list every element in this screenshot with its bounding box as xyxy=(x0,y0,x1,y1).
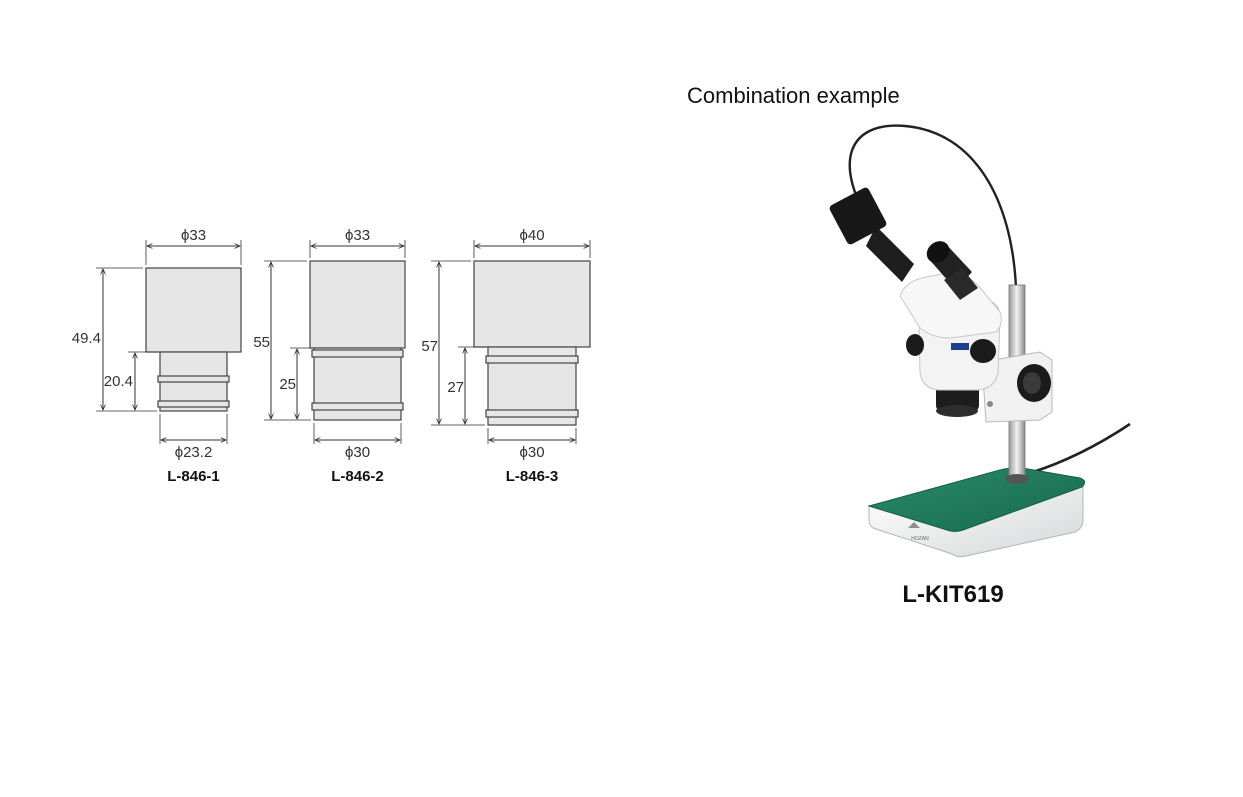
adapter-drawing-l-846-1: ϕ33 49.4 20.4 ϕ23.2 L-846-1 xyxy=(72,227,242,485)
adapter-drawing-l-846-2: ϕ33 55 25 ϕ30 L-846-2 xyxy=(253,227,406,485)
adapter-model-label: L-846-3 xyxy=(506,468,559,485)
camera-tube xyxy=(866,226,914,282)
camera-cable xyxy=(848,124,1018,289)
kit-model-label: L-KIT619 xyxy=(902,581,1003,608)
lower-height-label: 27 xyxy=(447,379,464,396)
zoom-knob-left xyxy=(906,334,924,356)
lower-height-label: 25 xyxy=(279,376,296,393)
adapter-upper-body xyxy=(473,260,591,348)
adapter-upper-body xyxy=(309,260,406,349)
combination-heading: Combination example xyxy=(687,83,900,108)
bottom-diameter-label: ϕ30 xyxy=(345,444,370,461)
focus-knob-center xyxy=(1023,372,1041,394)
brand-label-icon xyxy=(951,343,969,350)
base-brand-label: HOZAN xyxy=(911,536,929,542)
eyepiece-right xyxy=(944,268,978,300)
adapter-model-label: L-846-1 xyxy=(167,468,220,485)
adapter-groove xyxy=(485,355,579,364)
adapter-groove xyxy=(485,409,579,418)
total-height-label: 57 xyxy=(421,338,438,355)
total-height-label: 55 xyxy=(253,334,270,351)
lower-height-label: 20.4 xyxy=(104,373,133,390)
brand-logo-icon xyxy=(908,522,920,528)
adapter-upper-body xyxy=(145,267,242,353)
pillar-foot xyxy=(1005,474,1029,484)
zoom-knob-right xyxy=(970,339,996,363)
adapter-drawing-l-846-3: ϕ40 57 27 ϕ30 L-846-3 xyxy=(421,227,591,485)
top-diameter-label: ϕ33 xyxy=(345,227,370,244)
top-diameter-label: ϕ33 xyxy=(181,227,206,244)
top-diameter-label: ϕ40 xyxy=(519,227,544,244)
adapter-model-label: L-846-2 xyxy=(331,468,384,485)
microscope-illustration: HOZAN xyxy=(829,124,1131,558)
camera-icon xyxy=(829,187,887,245)
adapter-groove xyxy=(157,375,230,383)
bottom-diameter-label: ϕ30 xyxy=(519,444,544,461)
adapter-groove xyxy=(311,402,404,411)
total-height-label: 49.4 xyxy=(72,330,101,347)
adapter-groove xyxy=(157,400,230,408)
bottom-diameter-label: ϕ23.2 xyxy=(175,444,213,461)
adapter-groove xyxy=(311,349,404,358)
power-cord xyxy=(1029,422,1131,475)
